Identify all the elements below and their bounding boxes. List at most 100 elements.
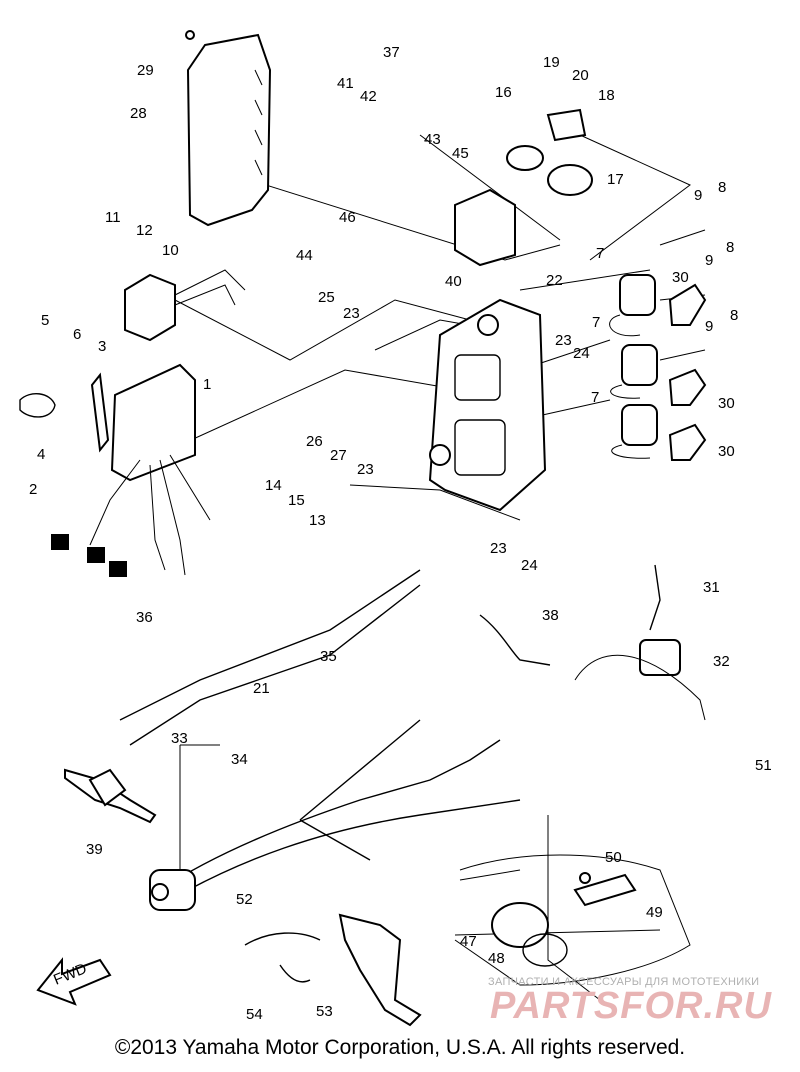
switch-lead-part-31 — [649, 564, 661, 631]
callout-17: 17 — [607, 171, 624, 188]
callout-30: 30 — [718, 395, 735, 412]
callout-49: 49 — [646, 904, 663, 921]
callout-7: 7 — [592, 314, 600, 331]
callout-23: 23 — [357, 461, 374, 478]
relay-part-16 — [506, 145, 544, 171]
coil-part-7 — [621, 404, 658, 446]
callout-31: 31 — [703, 579, 720, 596]
callout-7: 7 — [591, 389, 599, 406]
callout-3: 3 — [98, 338, 106, 355]
callout-7: 7 — [596, 245, 604, 262]
callout-24: 24 — [521, 557, 538, 574]
plug-cap-part-30 — [668, 423, 707, 461]
callout-30: 30 — [718, 443, 735, 460]
callout-48: 48 — [488, 950, 505, 967]
screw-part-29 — [185, 30, 195, 40]
callout-47: 47 — [460, 933, 477, 950]
callout-11: 11 — [105, 209, 121, 226]
callout-30: 30 — [672, 269, 689, 286]
rectifier-part-10 — [124, 273, 176, 342]
callout-43: 43 — [424, 131, 441, 148]
callout-9: 9 — [705, 252, 713, 269]
callout-44: 44 — [296, 247, 313, 264]
callout-45: 45 — [452, 145, 469, 162]
callout-34: 34 — [231, 751, 248, 768]
watermark-subtitle: ЗАПЧАСТИ И АКСЕССУАРЫ ДЛЯ МОТОТЕХНИКИ — [488, 976, 760, 988]
ignition-coils — [609, 274, 707, 461]
callout-16: 16 — [495, 84, 512, 101]
callout-8: 8 — [718, 179, 726, 196]
callout-20: 20 — [572, 67, 589, 84]
callout-40: 40 — [445, 273, 462, 290]
callout-24: 24 — [573, 345, 590, 362]
callout-36: 36 — [136, 609, 153, 626]
callout-39: 39 — [86, 841, 103, 858]
clip-part-54 — [279, 964, 311, 983]
callout-53: 53 — [316, 1003, 333, 1020]
callout-23: 23 — [343, 305, 360, 322]
callout-26: 26 — [306, 433, 323, 450]
callout-50: 50 — [605, 849, 622, 866]
callout-52: 52 — [236, 891, 253, 908]
switch-part-32 — [639, 639, 681, 676]
callout-9: 9 — [705, 318, 713, 335]
plate-part-22 — [428, 298, 547, 512]
callout-18: 18 — [598, 87, 615, 104]
callout-19: 19 — [543, 54, 560, 71]
plug-cap-part-30 — [668, 368, 707, 406]
bracket-part-53 — [338, 913, 422, 1027]
callout-23: 23 — [490, 540, 507, 557]
harness-part-35 — [119, 569, 421, 746]
bottom-cowling — [454, 854, 691, 986]
callout-22: 22 — [546, 272, 563, 289]
callout-4: 4 — [37, 446, 45, 463]
cover-part-28 — [186, 33, 272, 227]
callout-5: 5 — [41, 312, 49, 329]
callout-10: 10 — [162, 242, 179, 259]
bracket-part-49 — [573, 873, 637, 907]
callout-8: 8 — [730, 307, 738, 324]
callout-42: 42 — [360, 88, 377, 105]
callout-2: 2 — [29, 481, 37, 498]
callout-8: 8 — [726, 239, 734, 256]
callout-33: 33 — [171, 730, 188, 747]
coil-part-7 — [619, 274, 656, 316]
screw-part-50 — [579, 872, 591, 884]
holder-part-17 — [547, 164, 593, 196]
callout-1: 1 — [203, 376, 211, 393]
callout-14: 14 — [265, 477, 282, 494]
switch-lead-part-52 — [244, 932, 321, 946]
plug-cap-part-30 — [668, 283, 707, 326]
main-harness-part-33 — [159, 739, 521, 901]
lead-part-38 — [479, 614, 551, 666]
callout-46: 46 — [339, 209, 356, 226]
callout-38: 38 — [542, 607, 559, 624]
bracket-part-18 — [546, 108, 587, 142]
relay-part-40 — [454, 188, 516, 267]
callout-28: 28 — [130, 105, 147, 122]
callout-9: 9 — [694, 187, 702, 204]
callout-51: 51 — [755, 757, 772, 774]
callout-37: 37 — [383, 44, 400, 61]
callout-13: 13 — [309, 512, 326, 529]
connector-icon — [51, 534, 69, 550]
callout-27: 27 — [330, 447, 347, 464]
callout-labels: 29 28 37 41 42 16 19 20 18 43 45 17 46 1… — [29, 44, 772, 1023]
grommet-part-47 — [491, 902, 549, 948]
copyright-notice: ©2013 Yamaha Motor Corporation, U.S.A. A… — [114, 1036, 686, 1059]
fwd-arrow-icon: FWD — [36, 957, 112, 1006]
callout-35: 35 — [320, 648, 337, 665]
o-ring-part-48 — [522, 933, 568, 967]
coil-part-7 — [621, 344, 658, 386]
callout-12: 12 — [136, 222, 153, 239]
callout-6: 6 — [73, 326, 81, 343]
clamp-part-4 — [19, 393, 56, 418]
callout-15: 15 — [288, 492, 305, 509]
callout-21: 21 — [253, 680, 270, 697]
assembly-lines — [174, 134, 706, 1001]
callout-25: 25 — [318, 289, 335, 306]
callout-32: 32 — [713, 653, 730, 670]
bracket-part-3 — [90, 372, 110, 453]
